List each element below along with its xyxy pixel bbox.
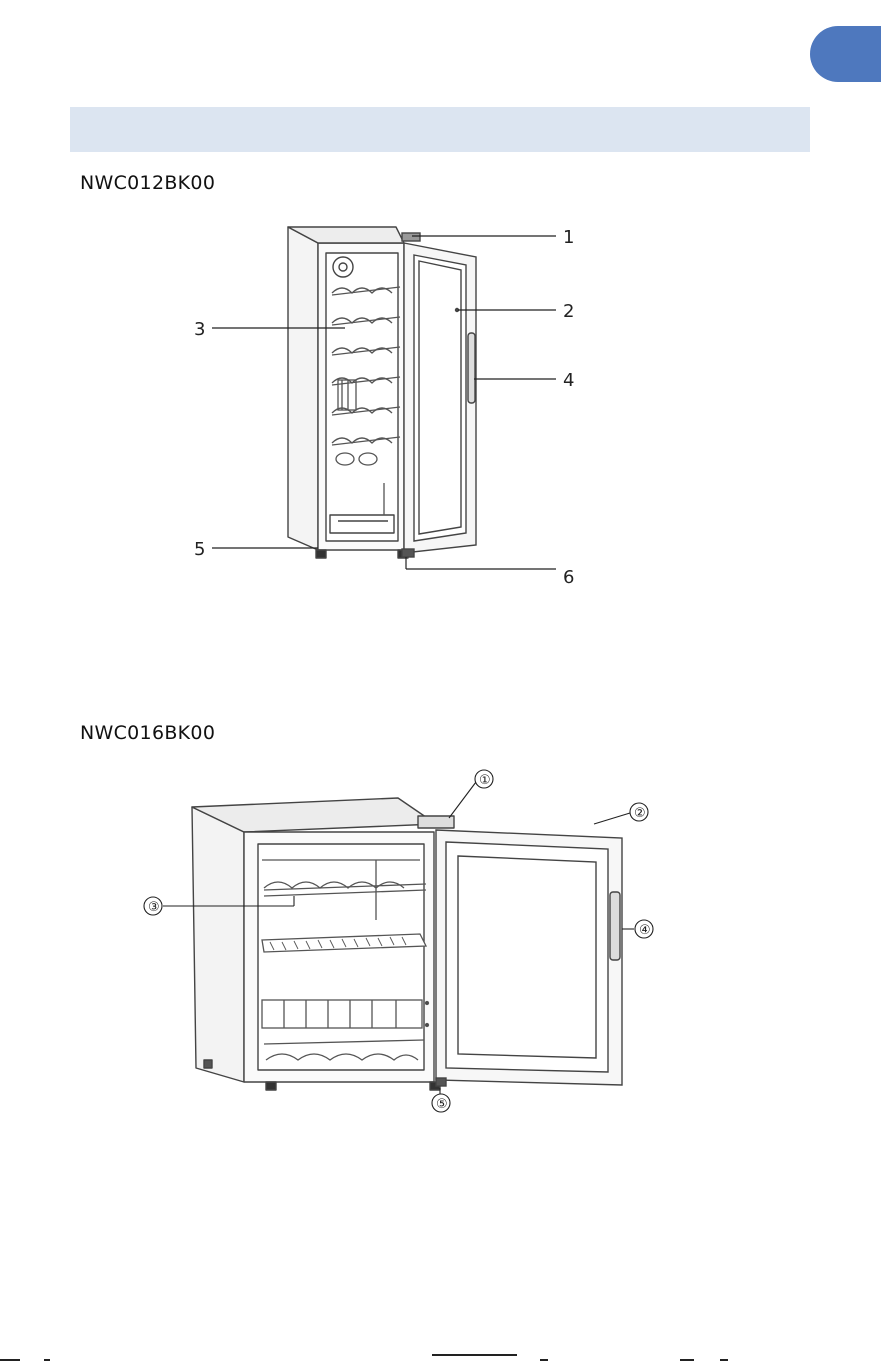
callout-circled-4: ④ [639, 923, 651, 938]
callout-1: 1 [563, 227, 574, 248]
callout-circled-2: ② [634, 806, 646, 821]
callout-2: 2 [563, 301, 574, 322]
callout-circled-3: ③ [148, 900, 160, 915]
model-label-2: NWC016BK00 [80, 722, 215, 744]
section-header-band [70, 107, 810, 152]
model-label-1: NWC012BK00 [80, 172, 215, 194]
page-bottom-edge-marks [0, 1352, 881, 1361]
callout-5: 5 [194, 539, 205, 560]
wine-cooler-diagram-1: 1 2 3 4 5 6 [0, 215, 881, 595]
callout-3: 3 [194, 319, 205, 340]
callout-circled-5: ⑤ [436, 1097, 448, 1112]
callout-4: 4 [563, 370, 574, 391]
callout-circled-1: ① [479, 773, 491, 788]
wine-cooler-diagram-2: ① ② ③ ④ ⑤ [0, 760, 881, 1120]
page-tab-marker [810, 26, 881, 82]
callout-6: 6 [563, 567, 574, 588]
